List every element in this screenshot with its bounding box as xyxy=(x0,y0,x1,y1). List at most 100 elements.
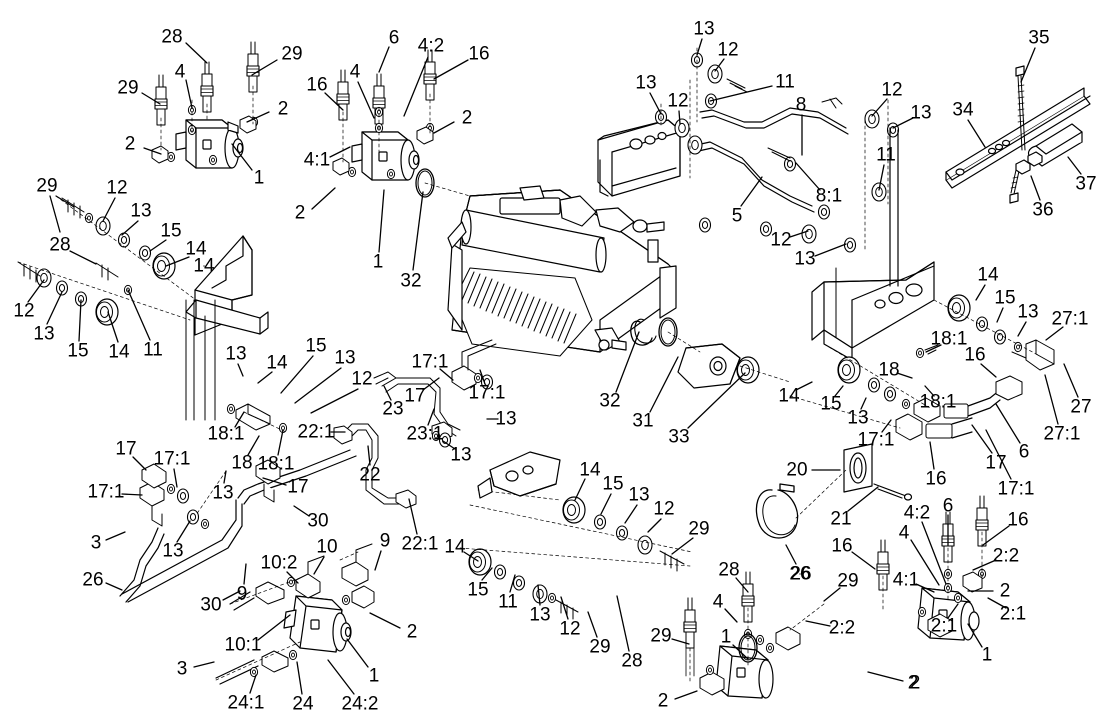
callout-29: 29 xyxy=(589,636,611,658)
leader-line-24 xyxy=(296,661,303,695)
callout-17-1: 17:1 xyxy=(857,429,895,451)
callout-13: 13 xyxy=(495,408,517,430)
callout-29: 29 xyxy=(688,518,710,540)
callout-28: 28 xyxy=(161,26,183,48)
callout-2-1: 2:1 xyxy=(999,603,1027,625)
callout-26: 26 xyxy=(82,569,104,591)
leader-line-14 xyxy=(165,256,190,267)
callout-11: 11 xyxy=(876,144,896,166)
leader-line-16 xyxy=(929,441,935,470)
leader-line-17 xyxy=(262,477,287,486)
callout-2-2: 2:2 xyxy=(828,617,856,639)
callout-14: 14 xyxy=(778,385,800,407)
leader-line-4 xyxy=(185,79,193,109)
leader-line-3 xyxy=(193,661,215,668)
callout-17-1: 17:1 xyxy=(468,382,506,404)
callout-12: 12 xyxy=(770,229,792,251)
leader-line-21 xyxy=(847,486,879,512)
leader-line-15 xyxy=(149,239,167,252)
callout-29: 29 xyxy=(837,570,859,592)
callout-12: 12 xyxy=(881,79,903,101)
leader-line-27 xyxy=(1063,363,1079,398)
callout-29: 29 xyxy=(281,43,303,65)
leader-line-17 xyxy=(422,377,440,391)
leader-line-14 xyxy=(975,284,986,301)
leader-line-2 xyxy=(674,690,698,700)
leader-line-35 xyxy=(1020,47,1036,83)
callout-13: 13 xyxy=(794,248,816,270)
callout-11: 11 xyxy=(143,339,163,361)
callout-22: 22 xyxy=(359,464,381,486)
callout-4: 4 xyxy=(349,61,361,83)
leader-line-10-1 xyxy=(257,614,291,641)
callout-15: 15 xyxy=(67,340,89,362)
callout-27-1: 27:1 xyxy=(1043,423,1081,445)
callout-30: 30 xyxy=(200,594,222,616)
callout-37: 37 xyxy=(1075,173,1097,195)
leader-line-18-1 xyxy=(925,344,942,353)
callout-27: 27 xyxy=(1070,396,1092,418)
callout-13: 13 xyxy=(635,72,657,94)
leader-line-13 xyxy=(860,397,867,410)
leader-line-13 xyxy=(537,584,541,606)
leader-line-17-1 xyxy=(985,429,1012,480)
leader-line-1 xyxy=(346,638,369,668)
callout-12: 12 xyxy=(667,90,689,112)
leader-line-23 xyxy=(383,385,392,401)
leader-line-26 xyxy=(785,544,797,565)
leader-line-17-1 xyxy=(173,468,178,488)
leader-line-11 xyxy=(127,289,151,341)
leader-line-13 xyxy=(223,470,227,484)
callout-4-2: 4:2 xyxy=(903,502,931,524)
callout-17-1: 17:1 xyxy=(87,481,125,503)
callout-12: 12 xyxy=(351,368,373,390)
callout-2: 2 xyxy=(124,133,136,155)
callout-6: 6 xyxy=(942,495,954,517)
leader-line-12 xyxy=(714,58,725,72)
callout-21: 21 xyxy=(830,508,852,530)
callout-13: 13 xyxy=(334,347,356,369)
leader-line-2-2 xyxy=(972,559,997,571)
leader-line-4-2 xyxy=(403,56,429,117)
callout-17: 17 xyxy=(287,476,309,498)
leader-line-14 xyxy=(795,381,813,391)
callout-6: 6 xyxy=(1018,441,1030,463)
leader-line-17-1 xyxy=(881,419,892,433)
leader-line-2 xyxy=(311,187,336,210)
leader-line-12 xyxy=(678,110,681,125)
callout-1: 1 xyxy=(368,665,380,687)
leader-line-10 xyxy=(313,556,325,575)
leader-line-34 xyxy=(967,119,986,148)
callout-33: 33 xyxy=(668,426,690,448)
leader-line-6 xyxy=(378,46,390,73)
callout-1: 1 xyxy=(720,626,732,648)
callout-36: 36 xyxy=(1032,199,1054,221)
callout-4: 4 xyxy=(898,522,910,544)
callout-13: 13 xyxy=(212,482,234,504)
leader-line-14 xyxy=(107,311,119,343)
leader-line-18-1 xyxy=(234,411,245,428)
leader-line-3 xyxy=(105,531,126,541)
callout-14: 14 xyxy=(193,255,215,277)
leader-line-4 xyxy=(910,539,940,586)
leader-line-13 xyxy=(46,291,63,325)
callout-2: 2 xyxy=(294,202,306,224)
leader-line-33 xyxy=(687,372,746,429)
callout-13: 13 xyxy=(628,484,650,506)
leader-line-29 xyxy=(49,195,61,233)
leader-line-16 xyxy=(851,551,876,570)
leader-line-12 xyxy=(789,230,809,238)
callout-32: 32 xyxy=(400,270,422,292)
leader-line-27-1 xyxy=(1044,374,1059,425)
leader-line-12 xyxy=(560,596,569,620)
leader-line-6 xyxy=(995,403,1021,444)
leader-line-17-1 xyxy=(479,369,486,385)
leader-line-29 xyxy=(671,638,690,645)
leader-line-13 xyxy=(892,117,914,129)
leader-line-29 xyxy=(587,611,598,638)
callout-6: 6 xyxy=(388,27,400,49)
callout-15: 15 xyxy=(160,220,182,242)
leader-line-15 xyxy=(834,385,844,397)
callout-18-1: 18:1 xyxy=(930,328,968,350)
